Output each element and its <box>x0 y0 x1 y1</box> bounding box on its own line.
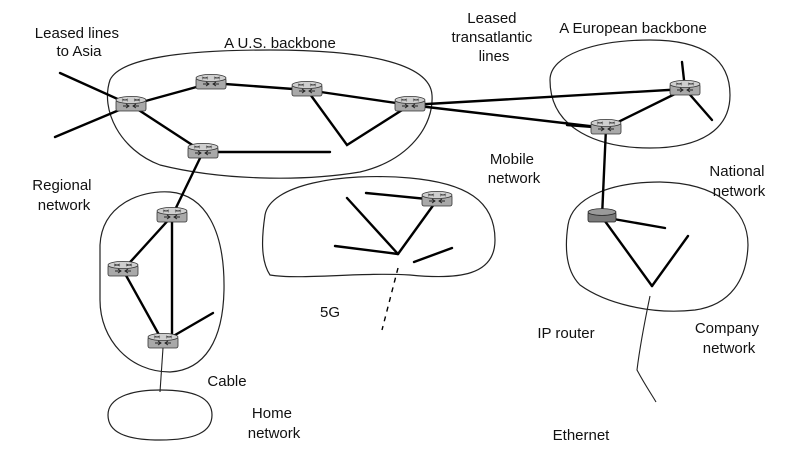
router-icon <box>291 80 323 97</box>
mobile-link-4 <box>396 198 439 256</box>
network-outlines <box>99 39 749 441</box>
router-icon <box>590 118 622 135</box>
router-icon <box>394 95 426 112</box>
cable-label: Cable <box>207 373 246 390</box>
ethernet-line <box>636 295 657 403</box>
leased-asia-label: Leased lines to Asia <box>35 25 123 60</box>
labels: Leased lines to Asia A U.S. backbone Lea… <box>32 10 768 444</box>
european-backbone-label: A European backbone <box>559 20 707 37</box>
router-icon <box>669 79 701 96</box>
routers <box>107 73 701 349</box>
router-icon <box>147 332 179 349</box>
us-link-mid-router-to-east-router <box>305 88 412 107</box>
us-backbone-outline <box>106 49 433 179</box>
national-link-1 <box>600 215 654 288</box>
national-network-label: National network <box>709 163 768 200</box>
mobile-link-1 <box>345 196 400 256</box>
home-network-outline <box>107 389 213 441</box>
ethernet-label: Ethernet <box>553 427 611 444</box>
eu-to-national-link <box>600 126 608 219</box>
mobile-network-outline <box>262 175 496 278</box>
national-network-outline <box>565 181 749 312</box>
european-backbone-outline <box>549 39 731 149</box>
leased-transatlantic-label: Leased transatlantic lines <box>451 10 536 65</box>
router-icon <box>107 260 139 277</box>
regional-link-2 <box>121 268 165 344</box>
mobile-link-3 <box>333 244 400 256</box>
router-icon <box>187 142 219 159</box>
transatlantic-link-1 <box>408 87 687 107</box>
transatlantic-link-2 <box>408 103 608 130</box>
router-icon <box>421 190 453 207</box>
mobile-link-5 <box>412 246 454 264</box>
ip-router-label: IP router <box>537 325 594 342</box>
router-icon <box>156 206 188 223</box>
home-network-label: Home network <box>248 405 301 442</box>
us-link-top-router-to-mid-router <box>209 81 309 92</box>
mobile-network-label: Mobile network <box>488 151 541 187</box>
network-links <box>53 60 714 403</box>
regional-network-outline <box>99 191 225 373</box>
us-to-regional-link <box>170 150 205 218</box>
us-link-asia-router-to-lower-router <box>129 103 205 154</box>
ip-router-icon <box>587 208 617 223</box>
five-g-label: 5G <box>320 304 340 321</box>
us-link-mid-router-loop <box>305 88 412 147</box>
cable-line <box>159 347 164 393</box>
regional-link-1 <box>121 214 174 272</box>
national-link-3 <box>650 234 690 288</box>
router-icon <box>195 73 227 90</box>
cellular-dashed-link <box>381 267 399 331</box>
company-network-label: Company network <box>695 320 763 357</box>
router-icon <box>115 95 147 112</box>
regional-network-label: Regional network <box>32 177 95 214</box>
us-backbone-label: A U.S. backbone <box>224 35 336 52</box>
